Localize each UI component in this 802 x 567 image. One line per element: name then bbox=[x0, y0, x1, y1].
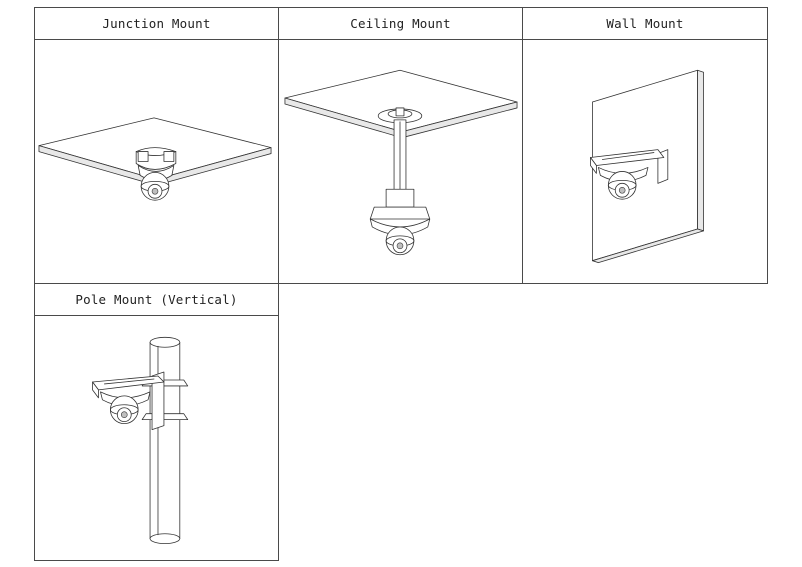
junction-mount-title: Junction Mount bbox=[35, 8, 278, 40]
ceiling-mount-title: Ceiling Mount bbox=[279, 8, 522, 40]
wall-mount-camera-icon bbox=[590, 69, 704, 264]
pole-mount-illustration bbox=[35, 316, 278, 560]
pole-mount-camera-icon bbox=[92, 336, 189, 545]
ceiling-mount-camera-icon bbox=[284, 69, 518, 256]
ceiling-mount-panel: Ceiling Mount bbox=[278, 7, 523, 284]
pole-mount-panel: Pole Mount (Vertical) bbox=[34, 283, 279, 561]
wall-mount-title: Wall Mount bbox=[523, 8, 767, 40]
wall-mount-panel: Wall Mount bbox=[522, 7, 768, 284]
wall-mount-illustration bbox=[523, 40, 767, 283]
junction-mount-camera-icon bbox=[38, 117, 272, 201]
pole-mount-title: Pole Mount (Vertical) bbox=[35, 284, 278, 316]
ceiling-mount-illustration bbox=[279, 40, 522, 283]
junction-mount-illustration bbox=[35, 40, 278, 283]
junction-mount-panel: Junction Mount bbox=[34, 7, 279, 284]
